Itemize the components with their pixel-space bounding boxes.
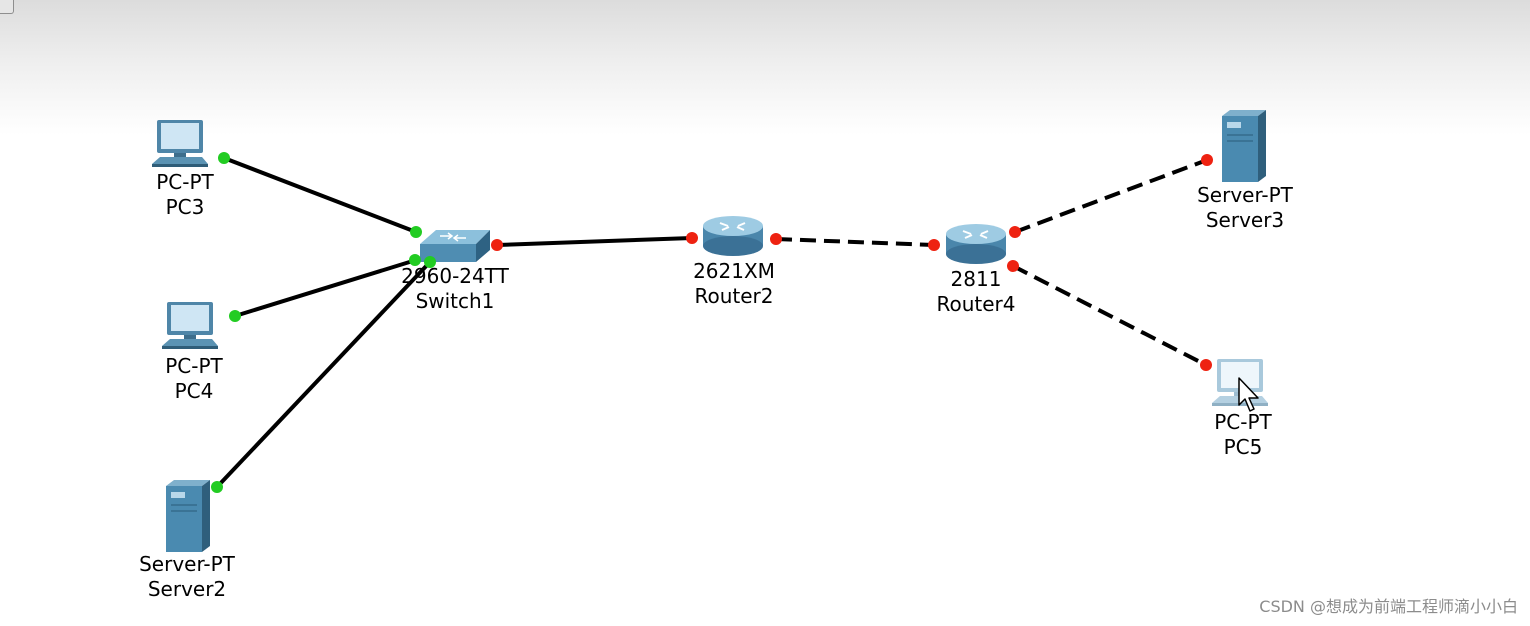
switch-icon[interactable] <box>418 228 492 266</box>
device-name: Router2 <box>694 284 774 308</box>
server-icon[interactable] <box>1216 108 1270 182</box>
device-name: PC3 <box>165 195 205 219</box>
pc-icon[interactable] <box>160 300 220 354</box>
link-pc3-switch1[interactable] <box>223 156 417 234</box>
device-name: Switch1 <box>415 289 495 313</box>
device-model: Server-PT <box>1197 183 1293 207</box>
workspace-corner-button[interactable] <box>0 0 14 14</box>
device-model: PC-PT <box>1214 410 1272 434</box>
device-label-router2: 2621XM Router2 <box>693 259 775 309</box>
server-icon[interactable] <box>160 478 214 552</box>
device-label-switch1: 2960-24TT Switch1 <box>401 264 509 314</box>
link-router2-router4[interactable] <box>775 237 935 247</box>
link-server2-switch1[interactable] <box>215 260 432 489</box>
device-model: 2811 <box>950 267 1002 291</box>
device-label-pc4: PC-PT PC4 <box>165 354 223 404</box>
mouse-cursor-icon <box>1238 377 1259 412</box>
device-model: 2960-24TT <box>401 264 509 288</box>
device-label-pc5: PC-PT PC5 <box>1214 410 1272 460</box>
link-router4-server3[interactable] <box>1014 158 1208 234</box>
link-pc4-switch1[interactable] <box>234 258 417 318</box>
pc-icon[interactable] <box>150 118 210 172</box>
device-name: Server2 <box>147 577 227 601</box>
device-label-pc3: PC-PT PC3 <box>156 170 214 220</box>
device-model: PC-PT <box>165 354 223 378</box>
device-name: Router4 <box>936 292 1016 316</box>
watermark: CSDN @想成为前端工程师滴小小白 <box>1259 597 1518 616</box>
device-label-router4: 2811 Router4 <box>936 267 1015 317</box>
device-name: Server3 <box>1205 208 1285 232</box>
device-name: PC5 <box>1223 435 1263 459</box>
router-icon[interactable] <box>943 222 1009 266</box>
device-model: 2621XM <box>693 259 775 283</box>
device-label-server2: Server-PT Server2 <box>139 552 235 602</box>
router-icon[interactable] <box>700 214 766 258</box>
device-name: PC4 <box>174 379 214 403</box>
link-switch1-router2[interactable] <box>496 236 693 247</box>
device-label-server3: Server-PT Server3 <box>1197 183 1293 233</box>
device-model: Server-PT <box>139 552 235 576</box>
device-model: PC-PT <box>156 170 214 194</box>
link-router4-pc5[interactable] <box>1012 264 1207 367</box>
